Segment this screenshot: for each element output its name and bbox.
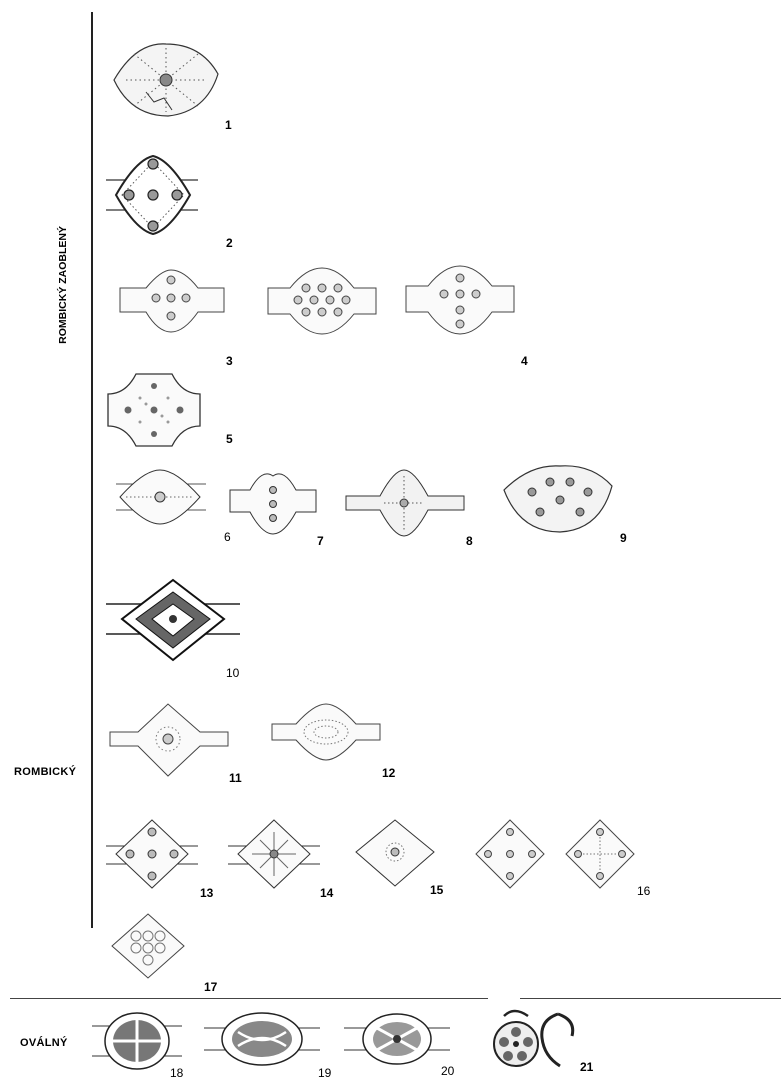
- ring-drawing-3: [119, 269, 225, 333]
- figure-number-13: 13: [200, 886, 214, 900]
- figure-number-17: 17: [204, 980, 218, 994]
- figure-number-18: 18: [170, 1066, 184, 1080]
- ring-drawing-14: [228, 819, 320, 889]
- ring-drawing-7: [229, 473, 317, 535]
- ring-drawing-21: [493, 1009, 575, 1068]
- figure-number-19: 19: [318, 1066, 332, 1080]
- figure-number-4: 4: [521, 354, 528, 368]
- ring-drawing-20: [344, 1013, 450, 1065]
- ring-drawing-9: [503, 465, 613, 533]
- ring-drawing-16b: [565, 819, 635, 889]
- ring-drawing-15: [355, 819, 435, 887]
- category-label-oval: OVÁLNÝ: [20, 1037, 68, 1049]
- ring-drawing-12: [271, 703, 381, 761]
- figure-number-2: 2: [226, 236, 233, 250]
- ring-drawing-19: [204, 1012, 320, 1066]
- figure-number-11: 11: [229, 771, 242, 785]
- ring-drawing-3b: [267, 267, 377, 335]
- ring-drawing-13: [106, 819, 198, 889]
- ring-drawing-8: [345, 469, 465, 537]
- figure-number-8: 8: [466, 534, 473, 548]
- figure-number-14: 14: [320, 886, 334, 900]
- figure-number-20: 20: [441, 1064, 455, 1078]
- ring-drawing-2: [106, 154, 198, 236]
- ring-drawing-11: [109, 703, 229, 777]
- figure-number-6: 6: [224, 530, 231, 544]
- figure-number-7: 7: [317, 534, 324, 548]
- ring-drawing-18: [92, 1012, 182, 1070]
- ring-drawing-16a: [475, 819, 545, 889]
- figure-number-10: 10: [226, 666, 240, 680]
- figure-number-3: 3: [226, 354, 233, 368]
- vertical-divider: [91, 12, 93, 928]
- category-label-rounded-rhombic: ROMBICKÝ ZAOBLENÝ: [57, 226, 69, 344]
- figure-number-15: 15: [430, 883, 444, 897]
- horizontal-divider-left: [10, 998, 488, 999]
- figure-number-5: 5: [226, 432, 233, 446]
- figure-number-16: 16: [637, 884, 651, 898]
- figure-number-12: 12: [382, 766, 396, 780]
- ring-drawing-6: [116, 469, 206, 525]
- figure-number-1: 1: [225, 118, 232, 132]
- category-label-rhombic: ROMBICKÝ: [14, 766, 77, 778]
- horizontal-divider-right: [520, 998, 781, 999]
- ring-drawing-1: [113, 43, 219, 117]
- ring-drawing-17: [111, 913, 185, 979]
- figure-number-9: 9: [620, 531, 627, 545]
- ring-drawing-5: [107, 373, 201, 447]
- ring-drawing-4: [405, 265, 515, 335]
- figure-number-21: 21: [580, 1060, 594, 1074]
- ring-drawing-10: [106, 578, 240, 662]
